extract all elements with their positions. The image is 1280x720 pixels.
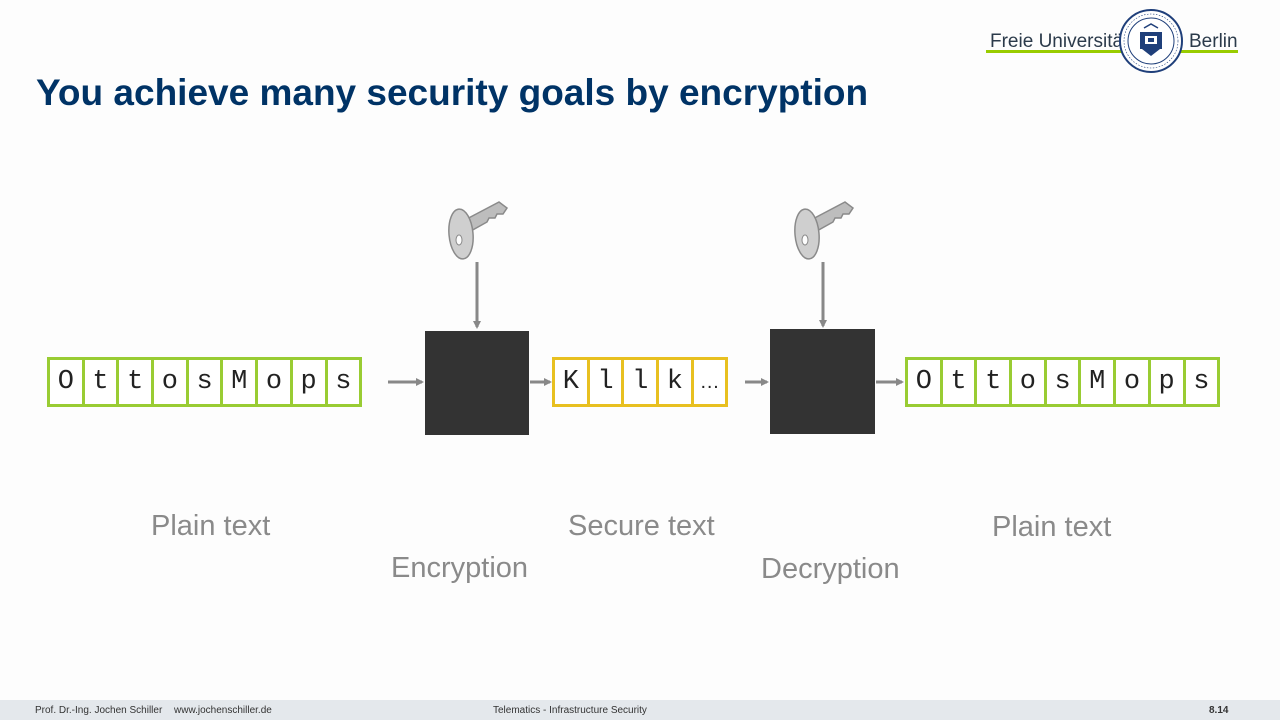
character-cell: M	[220, 357, 259, 407]
character-cell: p	[289, 357, 328, 407]
footer-website[interactable]: www.jochenschiller.de	[174, 705, 272, 716]
label-encryption: Encryption	[391, 552, 529, 584]
label-plain-text-right: Plain text	[992, 511, 1112, 543]
footer-page-number: 8.14	[1209, 705, 1229, 716]
footer-bar: Prof. Dr.-Ing. Jochen Schiller www.joche…	[0, 700, 1280, 720]
university-logo: Freie Universität Berlin	[986, 8, 1238, 74]
encryption-box	[425, 331, 529, 435]
logo-text-right: Berlin	[1189, 31, 1238, 52]
character-cell: M	[1078, 357, 1117, 407]
character-cell: …	[690, 357, 729, 407]
character-cell: s	[1182, 357, 1221, 407]
character-cell: s	[185, 357, 224, 407]
character-cell: O	[905, 357, 943, 407]
character-cell: p	[1147, 357, 1186, 407]
logo-text-left: Freie Universität	[990, 31, 1129, 52]
footer-author: Prof. Dr.-Ing. Jochen Schiller	[35, 705, 163, 716]
label-plain-text-left: Plain text	[151, 510, 271, 542]
slide-title: You achieve many security goals by encry…	[36, 72, 869, 113]
character-cell: t	[939, 357, 978, 407]
university-seal-icon	[1119, 9, 1183, 73]
decryption-box	[770, 329, 875, 434]
character-cell: l	[621, 357, 660, 407]
logo-underline	[986, 50, 1238, 53]
key-icon	[794, 201, 855, 260]
label-decryption: Decryption	[761, 553, 900, 585]
label-secure-text: Secure text	[568, 510, 715, 542]
character-cell: o	[1009, 357, 1047, 407]
footer-course: Telematics - Infrastructure Security	[493, 705, 647, 716]
character-cell: t	[974, 357, 1013, 407]
character-cell: o	[151, 357, 189, 407]
character-cell: s	[1043, 357, 1082, 407]
character-cell: s	[324, 357, 363, 407]
key-icon	[448, 201, 509, 260]
